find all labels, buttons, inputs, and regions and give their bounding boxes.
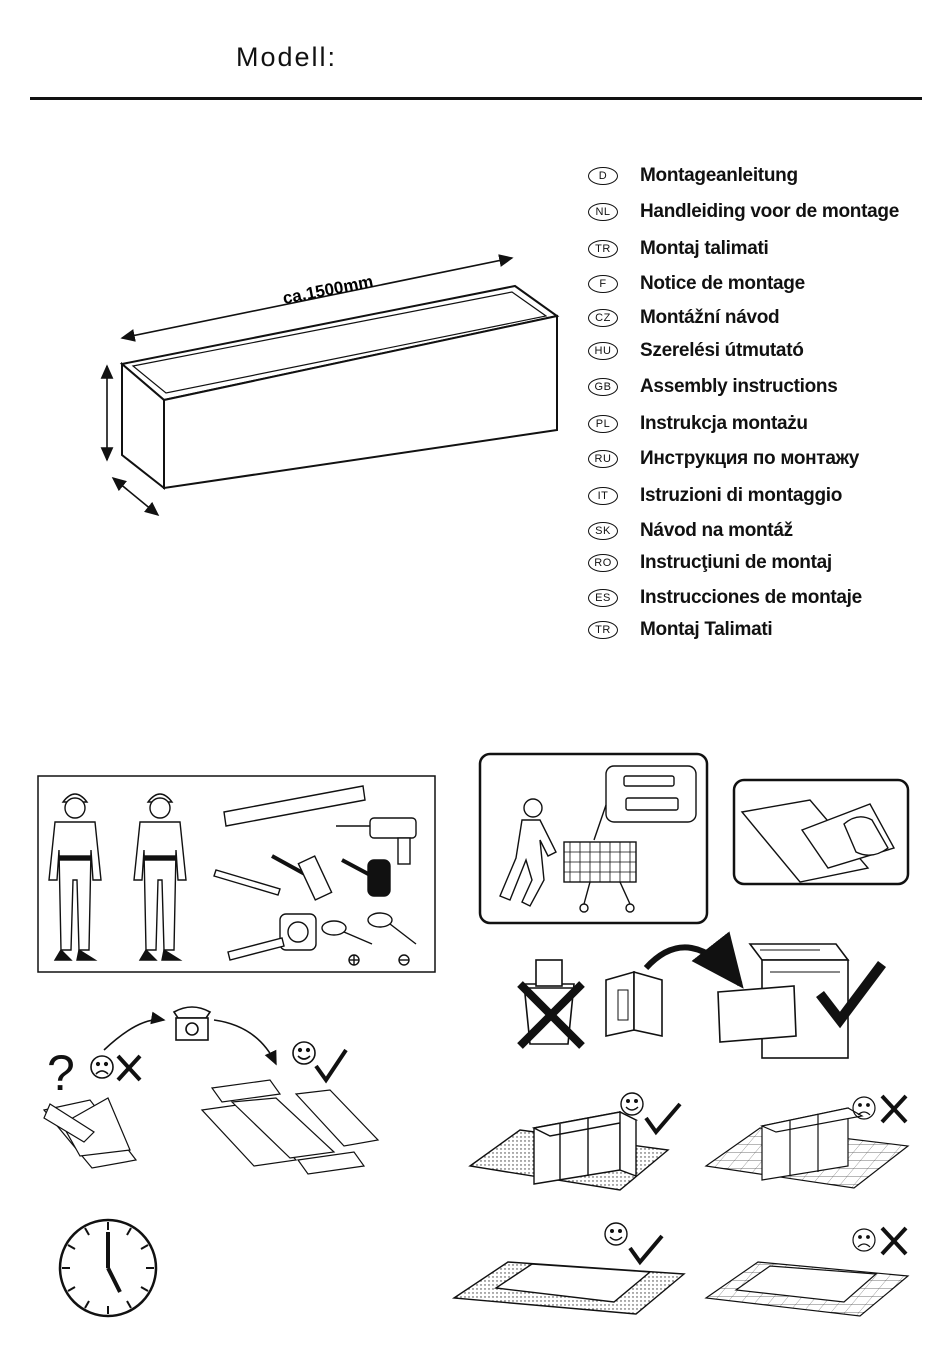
language-row: PL Instrukcja montażu <box>588 411 808 437</box>
language-code-badge: TR <box>588 240 618 258</box>
shopping-panel <box>478 752 709 925</box>
question-mark-icon: ? <box>47 1045 75 1101</box>
check-mark-icon <box>314 1048 348 1084</box>
language-code-badge: SK <box>588 522 618 540</box>
screws-dowels-icon <box>593 765 697 841</box>
language-code-badge: GB <box>588 378 618 396</box>
assemble-on-soft-surface <box>468 1092 682 1191</box>
language-label: Instrucţiuni de montaj <box>640 552 832 573</box>
language-label: Montaj Talimati <box>640 619 773 640</box>
language-row: TR Montaj Talimati <box>588 617 773 643</box>
pencil-icon <box>213 869 281 896</box>
cross-mark-icon <box>880 1094 908 1124</box>
language-row: GB Assembly instructions <box>588 374 838 400</box>
spirit-level-icon <box>223 785 366 827</box>
check-mark-icon <box>644 1102 682 1136</box>
language-code-badge: TR <box>588 621 618 639</box>
language-label: Instrucciones de montaje <box>640 587 862 608</box>
page-title: Modell: <box>236 42 338 72</box>
width-dimension-label: ca.1500mm <box>281 272 375 308</box>
hammer-icon <box>271 854 333 901</box>
telephone-icon <box>172 1006 212 1041</box>
dimension-arrows <box>100 254 514 517</box>
language-label: Istruzioni di montaggio <box>640 485 843 506</box>
sad-face-icon <box>90 1055 114 1079</box>
screwdriver-icon <box>321 912 417 966</box>
cleaning-panel <box>732 778 910 886</box>
language-label: Инструкция по монтажу <box>640 448 860 469</box>
language-label: Notice de montage <box>640 273 805 294</box>
language-label: Instrukcja montażu <box>640 413 808 434</box>
language-label: Assembly instructions <box>640 376 838 397</box>
language-code-badge: RU <box>588 450 618 468</box>
assemble-on-hard-floor <box>704 1094 910 1189</box>
language-label: Szerelési útmutató <box>640 340 804 361</box>
check-mark-icon <box>816 961 886 1029</box>
happy-face-icon <box>620 1092 644 1116</box>
language-code-badge: CZ <box>588 309 618 327</box>
language-code-badge: NL <box>588 203 618 221</box>
language-row: RU Инструкция по монтажу <box>588 446 859 472</box>
support-diagram: ? <box>42 1006 380 1175</box>
two-workers-icon <box>48 793 187 961</box>
language-code-badge: RO <box>588 554 618 572</box>
language-code-badge: IT <box>588 487 618 505</box>
cabinet-drawing <box>119 284 560 491</box>
check-mark-icon <box>628 1234 664 1266</box>
tape-measure-icon <box>227 913 317 961</box>
language-row: HU Szerelési útmutató <box>588 338 804 364</box>
mallet-icon <box>341 858 391 897</box>
tools-panel <box>37 775 436 973</box>
shopping-cart-icon <box>499 798 637 913</box>
happy-face-icon <box>604 1222 628 1246</box>
language-code-badge: F <box>588 275 618 293</box>
language-code-badge: HU <box>588 342 618 360</box>
language-code-badge: D <box>588 167 618 185</box>
cross-mark-icon <box>880 1226 908 1256</box>
sad-face-icon <box>852 1096 876 1120</box>
language-row: TR Montaj talimati <box>588 236 769 262</box>
language-row: IT Istruzioni di montaggio <box>588 483 842 509</box>
language-label: Montageanleitung <box>640 165 798 186</box>
keep-instructions-diagram <box>517 931 886 1059</box>
language-row: SK Návod na montáž <box>588 518 793 544</box>
panel-on-hard-floor <box>704 1226 910 1317</box>
happy-face-icon <box>292 1041 316 1065</box>
drill-icon <box>336 817 417 865</box>
clock-icon <box>58 1218 158 1318</box>
language-row: CZ Montážní návod <box>588 305 780 331</box>
language-label: Návod na montáž <box>640 520 793 541</box>
panel-on-soft-surface <box>451 1222 686 1315</box>
language-code-badge: PL <box>588 415 618 433</box>
manual-booklet-icon <box>605 970 663 1037</box>
language-row: F Notice de montage <box>588 271 805 297</box>
language-label: Montaj talimati <box>640 238 769 259</box>
cross-mark-icon <box>116 1054 142 1082</box>
language-code-badge: ES <box>588 589 618 607</box>
filing-cabinet-icon <box>717 943 850 1059</box>
language-row: NL Handleiding voor de montage <box>588 199 899 225</box>
language-row: RO Instrucţiuni de montaj <box>588 550 832 576</box>
cross-mark-icon <box>517 981 585 1049</box>
language-label: Handleiding voor de montage <box>640 201 899 222</box>
sad-face-icon <box>852 1228 876 1252</box>
cleaning-cloth-icon <box>843 816 889 856</box>
language-row: D Montageanleitung <box>588 163 798 189</box>
language-row: ES Instrucciones de montaje <box>588 585 862 611</box>
header-divider <box>30 97 922 100</box>
language-label: Montážní návod <box>640 307 780 328</box>
